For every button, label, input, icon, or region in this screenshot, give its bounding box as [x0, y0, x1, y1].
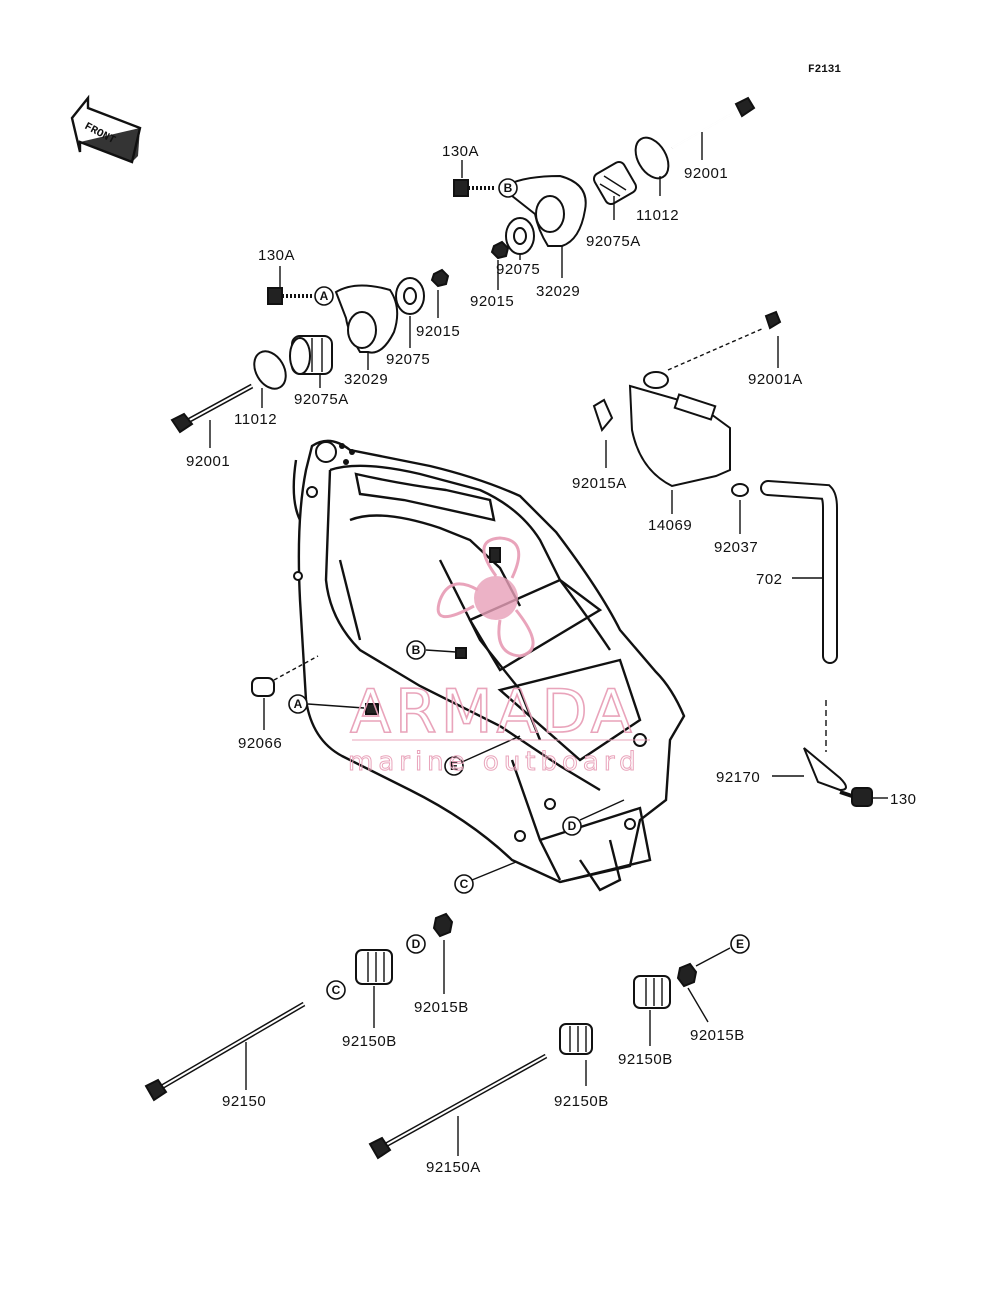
label-130a-left: 130A — [258, 247, 295, 264]
bolt-92150a — [368, 1053, 548, 1160]
svg-text:C: C — [460, 877, 469, 891]
label-92001-left: 92001 — [186, 453, 230, 470]
nut-92015-top — [490, 240, 510, 260]
label-92150: 92150 — [222, 1093, 266, 1110]
label-702: 702 — [756, 571, 783, 588]
watermark: ARMADA marine outboard — [348, 536, 650, 778]
reservoir-tank-14069 — [592, 310, 782, 534]
svg-text:C: C — [332, 983, 341, 997]
svg-text:B: B — [412, 643, 421, 657]
label-92150b-mid: 92150B — [554, 1093, 609, 1110]
label-92075a-left: 92075A — [294, 391, 349, 408]
label-32029-top: 32029 — [536, 283, 580, 300]
callout-a-frame: A — [288, 694, 365, 714]
rubber-92075a-top — [592, 160, 638, 206]
label-92075-top: 92075 — [496, 261, 540, 278]
bolt-130a-top — [453, 179, 496, 197]
clip-92015a — [592, 398, 614, 433]
collar-92150b-mid — [559, 1023, 593, 1086]
label-92015b-right: 92015B — [690, 1027, 745, 1044]
svg-text:E: E — [736, 937, 744, 951]
svg-text:A: A — [320, 289, 329, 303]
callout-c-frame: C — [454, 861, 517, 894]
label-130a-top: 130A — [442, 143, 479, 160]
front-arrow-icon: FRONT — [70, 94, 142, 164]
label-92150b-right: 92150B — [618, 1051, 673, 1068]
bolt-130a-left — [267, 287, 312, 305]
bolt-92001-top — [671, 96, 756, 149]
svg-text:D: D — [412, 937, 421, 951]
washer-11012-left — [253, 350, 287, 390]
cap-92066 — [251, 655, 319, 730]
svg-text:B: B — [504, 181, 513, 195]
label-92015-top: 92015 — [470, 293, 514, 310]
callout-c-lower: C — [326, 980, 346, 1000]
watermark-tagline: marine outboard — [348, 747, 641, 777]
label-11012-left: 11012 — [234, 411, 277, 428]
svg-text:A: A — [294, 697, 303, 711]
label-92170: 92170 — [716, 769, 760, 786]
label-32029-left: 32029 — [344, 371, 388, 388]
hose-702 — [760, 480, 838, 752]
label-92150b-left: 92150B — [342, 1033, 397, 1050]
bolt-130 — [839, 787, 888, 807]
label-14069: 14069 — [648, 517, 692, 534]
label-92001a: 92001A — [748, 371, 803, 388]
upper-left-mount-assembly — [170, 266, 450, 448]
label-92075a-top: 92075A — [586, 233, 641, 250]
washer-11012-top — [634, 136, 670, 180]
screw-92001a — [764, 310, 782, 330]
label-11012-top: 11012 — [636, 207, 679, 224]
motorcycle-frame — [292, 439, 686, 892]
rubber-92075a-left — [289, 335, 333, 375]
collar-92150b-left — [355, 949, 393, 1028]
callout-d-frame: D — [562, 799, 625, 836]
callout-e-lower: E — [695, 934, 750, 967]
bracket-32029-top — [500, 174, 587, 247]
upper-right-mount-assembly — [453, 96, 756, 290]
label-92150a: 92150A — [426, 1159, 481, 1176]
callout-b-frame: B — [406, 640, 457, 660]
bracket-32029-left — [334, 284, 399, 354]
bracket-92170 — [772, 747, 847, 792]
nut-92015-left — [430, 268, 450, 288]
bolt-92001-left — [170, 383, 254, 434]
nut-92015b-right — [676, 962, 698, 988]
label-92001-top: 92001 — [684, 165, 728, 182]
callout-d-lower: D — [406, 934, 426, 954]
collar-92150b-right — [633, 975, 671, 1046]
label-92037: 92037 — [714, 539, 758, 556]
label-92066: 92066 — [238, 735, 282, 752]
label-92015a: 92015A — [572, 475, 627, 492]
nut-92015b-left — [432, 912, 454, 938]
watermark-brand: ARMADA — [350, 677, 636, 747]
callout-b-top: B — [498, 178, 518, 198]
clamp-92037 — [731, 483, 749, 497]
propeller-logo-icon — [436, 536, 535, 658]
callout-a-top: A — [314, 286, 334, 306]
label-130: 130 — [890, 791, 917, 808]
svg-text:D: D — [568, 819, 577, 833]
svg-text:E: E — [450, 759, 458, 773]
label-92075-left: 92075 — [386, 351, 430, 368]
label-92015b-left: 92015B — [414, 999, 469, 1016]
figure-code: F2131 — [808, 64, 841, 76]
bolt-92150 — [144, 1001, 306, 1102]
label-92015-left: 92015 — [416, 323, 460, 340]
